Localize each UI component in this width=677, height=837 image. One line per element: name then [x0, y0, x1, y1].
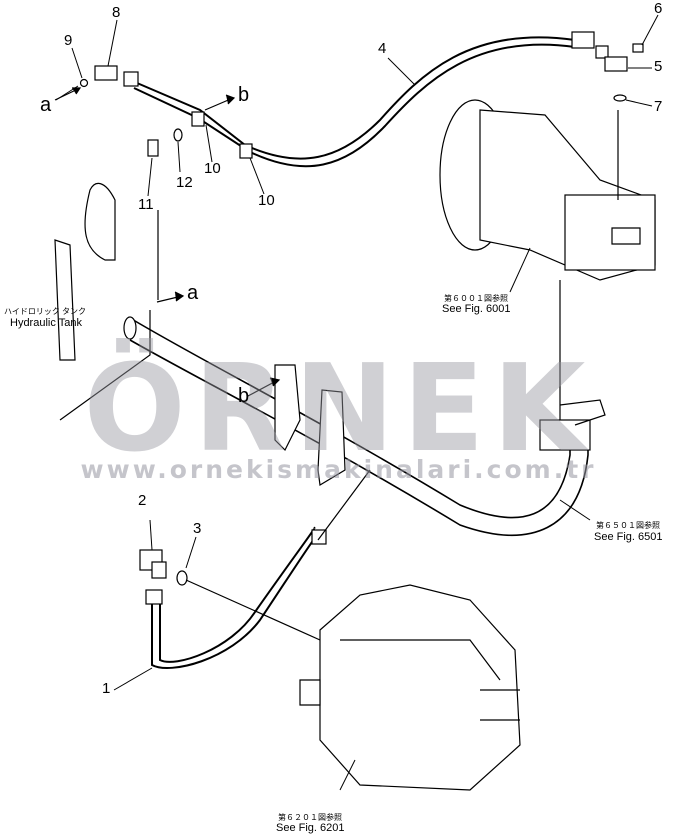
control-valve	[299, 584, 521, 791]
arrows	[54, 87, 281, 397]
part-number-6: 6	[654, 0, 663, 17]
pump-assembly	[439, 99, 656, 420]
tank-label-jp: ハイドロリック タンク	[4, 307, 87, 316]
part-number-10a: 10	[204, 160, 221, 177]
ref-6501-en: See Fig. 6501	[594, 531, 663, 543]
part-number-10b: 10	[258, 192, 275, 209]
hose-1	[145, 526, 327, 669]
ref-6201-jp: 第６２０１図参照	[278, 813, 342, 822]
letter-b-pipe: b	[238, 385, 250, 407]
part-number-3: 3	[193, 520, 202, 537]
part-number-2: 2	[138, 492, 147, 509]
hydraulic-tank	[54, 182, 159, 421]
clamp-10	[147, 111, 253, 159]
part-number-12: 12	[176, 174, 193, 191]
part-number-9: 9	[64, 32, 73, 49]
part-number-5: 5	[654, 58, 663, 75]
tank-label-en: Hydraulic Tank	[10, 317, 82, 329]
suction-pipe	[123, 316, 606, 537]
part-number-7: 7	[654, 98, 663, 115]
ref-6501-jp: 第６５０１図参照	[596, 521, 660, 530]
part-number-1: 1	[102, 680, 111, 697]
hose-4	[123, 31, 595, 168]
letter-a-tank: a	[187, 282, 199, 304]
elbow-fitting-5	[595, 43, 644, 102]
ref-6001-en: See Fig. 6001	[442, 303, 511, 315]
part-number-11: 11	[138, 196, 154, 213]
letter-b-top: b	[238, 84, 250, 106]
ref-6201-en: See Fig. 6201	[276, 822, 345, 834]
elbow-fitting-8	[79, 65, 118, 88]
letter-a-top: a	[40, 94, 52, 116]
elbow-fitting-2	[139, 469, 371, 641]
ref-6001-jp: 第６００１図参照	[444, 294, 508, 303]
leader-lines	[55, 14, 659, 791]
part-number-4: 4	[378, 40, 387, 57]
part-number-8: 8	[112, 4, 121, 21]
pipe-brackets	[274, 364, 346, 486]
